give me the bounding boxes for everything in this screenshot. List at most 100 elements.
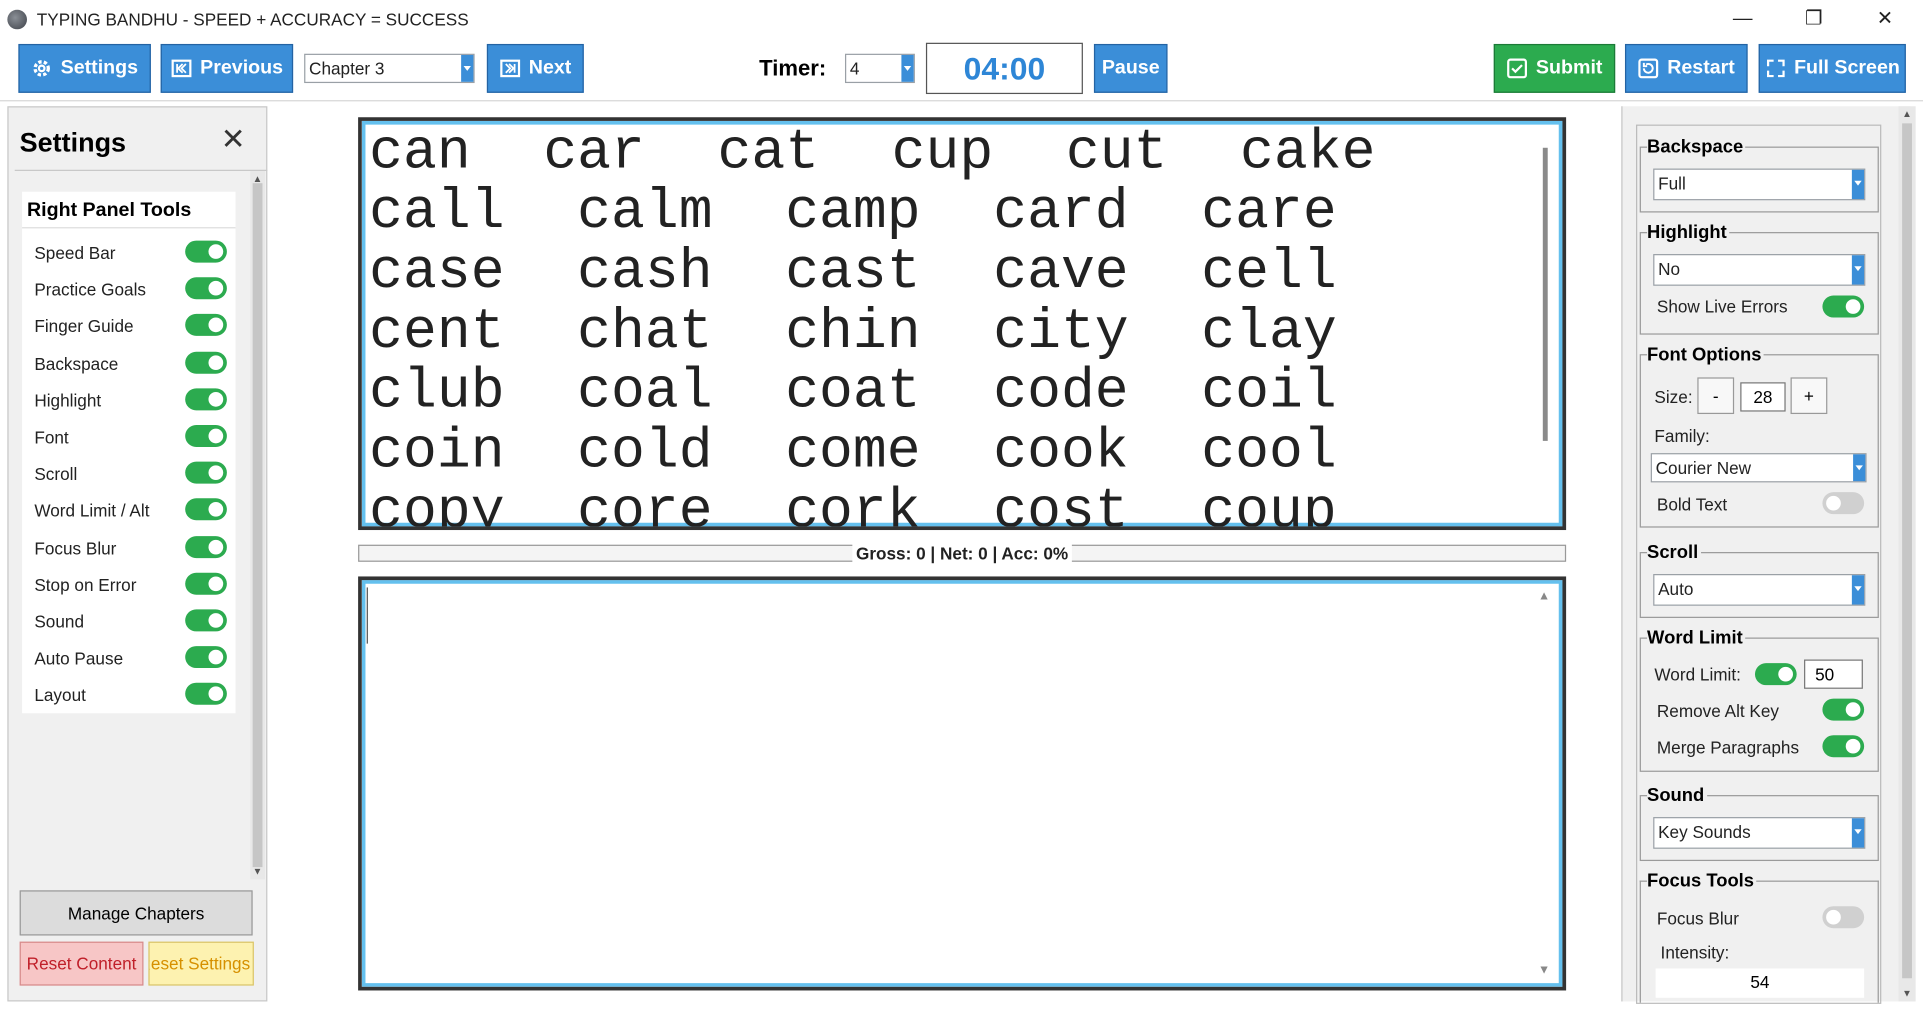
stats-bar: Gross: 0 | Net: 0 | Acc: 0% xyxy=(358,543,1567,564)
settings-panel-title: Settings xyxy=(19,127,127,158)
scroll-select-value: Auto xyxy=(1658,578,1694,599)
tool-item-toggle[interactable] xyxy=(185,314,227,337)
tool-item-toggle[interactable] xyxy=(185,646,227,669)
tool-item-toggle[interactable] xyxy=(185,240,227,263)
remove-alt-key-label: Remove Alt Key xyxy=(1656,701,1780,721)
next-icon xyxy=(500,59,521,78)
timer-display: 04:00 xyxy=(925,42,1083,95)
reset-settings-button[interactable]: Reset Settings xyxy=(148,941,254,986)
merge-paragraphs-label: Merge Paragraphs xyxy=(1656,737,1800,758)
restore-button[interactable]: ❐ xyxy=(1805,8,1823,30)
size-decrease-button[interactable]: - xyxy=(1697,377,1735,415)
show-live-errors-label: Show Live Errors xyxy=(1656,296,1788,317)
fullscreen-button[interactable]: Full Screen xyxy=(1758,43,1906,93)
tool-item-toggle[interactable] xyxy=(185,461,227,484)
manage-chapters-button[interactable]: Manage Chapters xyxy=(19,890,253,936)
intensity-label: Intensity: xyxy=(1660,942,1730,963)
focus-blur-label: Focus Blur xyxy=(1656,908,1739,929)
chevron-down-icon xyxy=(901,54,914,82)
font-family-select[interactable]: Courier New xyxy=(1650,453,1867,483)
word-limit-input[interactable]: 50 xyxy=(1804,659,1863,689)
practice-text-box: can car cat cup cut cake call calm camp … xyxy=(358,117,1567,531)
highlight-title: Highlight xyxy=(1647,222,1730,244)
chapter-select[interactable]: Chapter 3 xyxy=(304,53,475,84)
scroll-up-icon[interactable]: ▲ xyxy=(1538,589,1551,604)
focus-blur-toggle[interactable] xyxy=(1822,906,1865,929)
tool-item-label: Font xyxy=(34,427,69,447)
bold-text-toggle[interactable] xyxy=(1822,492,1865,515)
tool-item-label: Scroll xyxy=(34,464,78,484)
tool-item-toggle[interactable] xyxy=(185,351,227,374)
font-options-title: Font Options xyxy=(1647,344,1764,366)
minimize-button[interactable]: — xyxy=(1732,8,1753,30)
pause-button[interactable]: Pause xyxy=(1093,43,1168,93)
scroll-title: Scroll xyxy=(1647,542,1701,564)
right-panel-tools-list xyxy=(22,191,236,714)
size-input[interactable]: 28 xyxy=(1740,382,1786,412)
settings-scrollbar[interactable]: ▲ ▼ xyxy=(250,170,265,880)
right-panel-scrollbar[interactable]: ▲ ▼ xyxy=(1898,106,1916,1002)
previous-button[interactable]: Previous xyxy=(160,43,294,93)
practice-text-scrollbar[interactable] xyxy=(1542,147,1548,441)
tool-item-toggle[interactable] xyxy=(185,535,227,558)
restart-button-label: Restart xyxy=(1667,57,1735,79)
sound-title: Sound xyxy=(1647,785,1707,807)
tool-item-toggle[interactable] xyxy=(185,683,227,706)
chevron-down-icon xyxy=(461,54,474,82)
title-bar: TYPING BANDHU - SPEED + ACCURACY = SUCCE… xyxy=(0,0,1923,40)
focus-tools-group xyxy=(1639,880,1879,1003)
close-window-button[interactable]: ✕ xyxy=(1876,8,1894,30)
tool-item-label: Sound xyxy=(34,611,84,632)
window-title: TYPING BANDHU - SPEED + ACCURACY = SUCCE… xyxy=(36,9,469,30)
timer-select[interactable]: 4 xyxy=(844,53,915,84)
intensity-value[interactable]: 54 xyxy=(1655,968,1865,998)
highlight-select-value: No xyxy=(1658,258,1681,279)
chevron-down-icon xyxy=(1851,255,1865,285)
tool-item-toggle[interactable] xyxy=(185,498,227,521)
sound-select-value: Key Sounds xyxy=(1658,821,1751,842)
scroll-down-icon[interactable]: ▼ xyxy=(1538,963,1551,978)
settings-button[interactable]: Settings xyxy=(18,43,151,93)
tool-item-toggle[interactable] xyxy=(185,425,227,447)
next-button[interactable]: Next xyxy=(486,43,584,93)
merge-paragraphs-toggle[interactable] xyxy=(1822,735,1865,758)
restart-button[interactable]: Restart xyxy=(1624,43,1748,93)
tool-item-label: Finger Guide xyxy=(34,316,134,337)
scroll-select[interactable]: Auto xyxy=(1653,574,1866,606)
gear-icon xyxy=(33,60,51,77)
family-label: Family: xyxy=(1654,426,1710,446)
tool-item-toggle[interactable] xyxy=(185,572,227,595)
size-increase-button[interactable]: + xyxy=(1790,377,1828,415)
submit-button[interactable]: Submit xyxy=(1493,43,1616,93)
next-button-label: Next xyxy=(528,57,572,79)
highlight-select[interactable]: No xyxy=(1653,254,1866,286)
typing-input[interactable]: ▲ ▼ xyxy=(358,576,1567,991)
word-limit-toggle[interactable] xyxy=(1754,663,1797,686)
focus-tools-title: Focus Tools xyxy=(1647,870,1757,892)
backspace-select-value: Full xyxy=(1658,173,1686,193)
show-live-errors-toggle[interactable] xyxy=(1822,295,1865,318)
timer-select-value: 4 xyxy=(849,58,860,79)
tool-item-label: Word Limit / Alt xyxy=(34,501,150,521)
tool-item-label: Highlight xyxy=(34,390,102,411)
reset-content-button[interactable]: Reset Content xyxy=(19,941,144,986)
tool-item-label: Stop on Error xyxy=(34,574,137,595)
stats-text: Gross: 0 | Net: 0 | Acc: 0% xyxy=(852,543,1072,564)
bold-text-label: Bold Text xyxy=(1656,494,1728,515)
tool-item-toggle[interactable] xyxy=(185,388,227,411)
previous-button-label: Previous xyxy=(200,57,284,79)
chevron-down-icon xyxy=(1851,818,1865,848)
remove-alt-key-toggle[interactable] xyxy=(1822,698,1865,721)
sound-select[interactable]: Key Sounds xyxy=(1653,817,1866,849)
right-panel-tools-heading: Right Panel Tools xyxy=(26,200,192,222)
backspace-select[interactable]: Full xyxy=(1653,168,1866,201)
right-panel-frame xyxy=(1636,124,1882,1004)
close-icon[interactable]: ✕ xyxy=(220,123,246,157)
chevron-down-icon xyxy=(1853,454,1866,482)
backspace-group xyxy=(1639,146,1879,213)
tool-item-label: Auto Pause xyxy=(34,648,124,669)
tool-item-toggle[interactable] xyxy=(185,609,227,632)
practice-text: can car cat cup cut cake call calm camp … xyxy=(369,120,1376,531)
tool-item-toggle[interactable] xyxy=(185,277,227,300)
size-label: Size: xyxy=(1654,387,1693,407)
